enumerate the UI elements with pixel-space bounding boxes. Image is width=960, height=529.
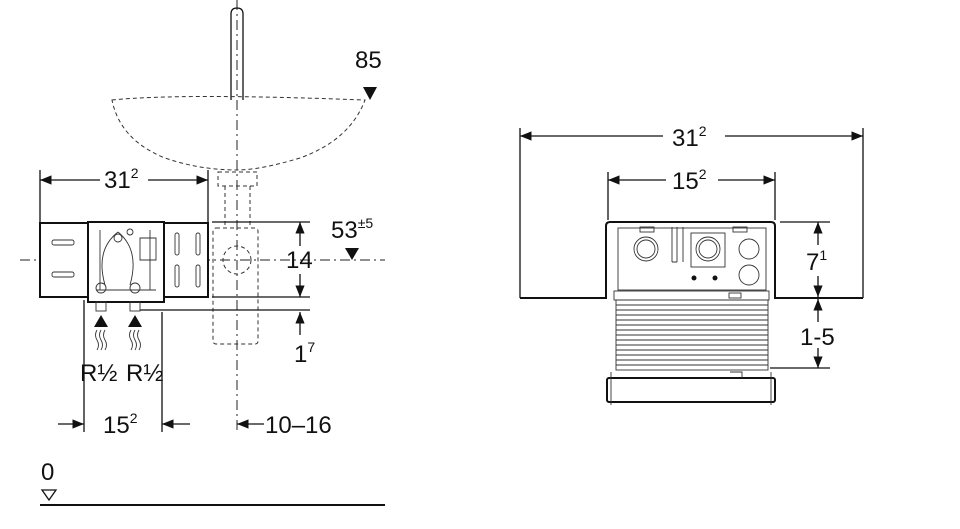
arrow-down-icon	[345, 248, 359, 260]
dim-85-label: 85	[355, 47, 382, 74]
left-view: 85 312 14 53±5 17	[20, 0, 385, 506]
right-panel	[163, 222, 209, 298]
inlet-left	[94, 301, 108, 351]
faucet-spout	[230, 7, 244, 100]
bottom-tray	[606, 377, 776, 403]
dim-wall-depth-label: 10–16	[265, 412, 332, 439]
box-interior	[617, 227, 767, 291]
level-triangle-icon	[40, 489, 58, 502]
basin-outline	[111, 96, 366, 171]
water-flow-icon	[95, 329, 107, 351]
dim-extension-label: 1-5	[800, 324, 835, 351]
drain-pipe	[217, 171, 258, 225]
dim-inlet-spacing-label: 152	[103, 410, 138, 439]
dim-box-width-label: 152	[672, 166, 707, 195]
left-panel	[39, 222, 90, 298]
dim-total-width-label: 312	[672, 123, 707, 152]
mixing-valve	[96, 230, 157, 291]
floor-level-label: 0	[41, 459, 54, 486]
dim-box-depth-label: 71	[806, 247, 827, 276]
right-view: 312 152 71 1-5	[519, 123, 864, 405]
dim-offset-label: 17	[294, 339, 315, 368]
water-flow-icon	[129, 329, 141, 351]
dim-width-label: 312	[104, 165, 139, 194]
inlet-left-label: R½	[80, 360, 117, 387]
siphon-outline	[212, 227, 259, 345]
dim-53-label: 53±5	[331, 215, 373, 244]
inlet-right	[128, 301, 142, 351]
box-flange	[520, 221, 863, 299]
dim-14-label: 14	[286, 247, 313, 274]
inlet-right-label: R½	[126, 360, 163, 387]
arrow-down-icon	[363, 87, 377, 100]
drain-circle	[222, 245, 252, 275]
control-box	[87, 221, 165, 303]
